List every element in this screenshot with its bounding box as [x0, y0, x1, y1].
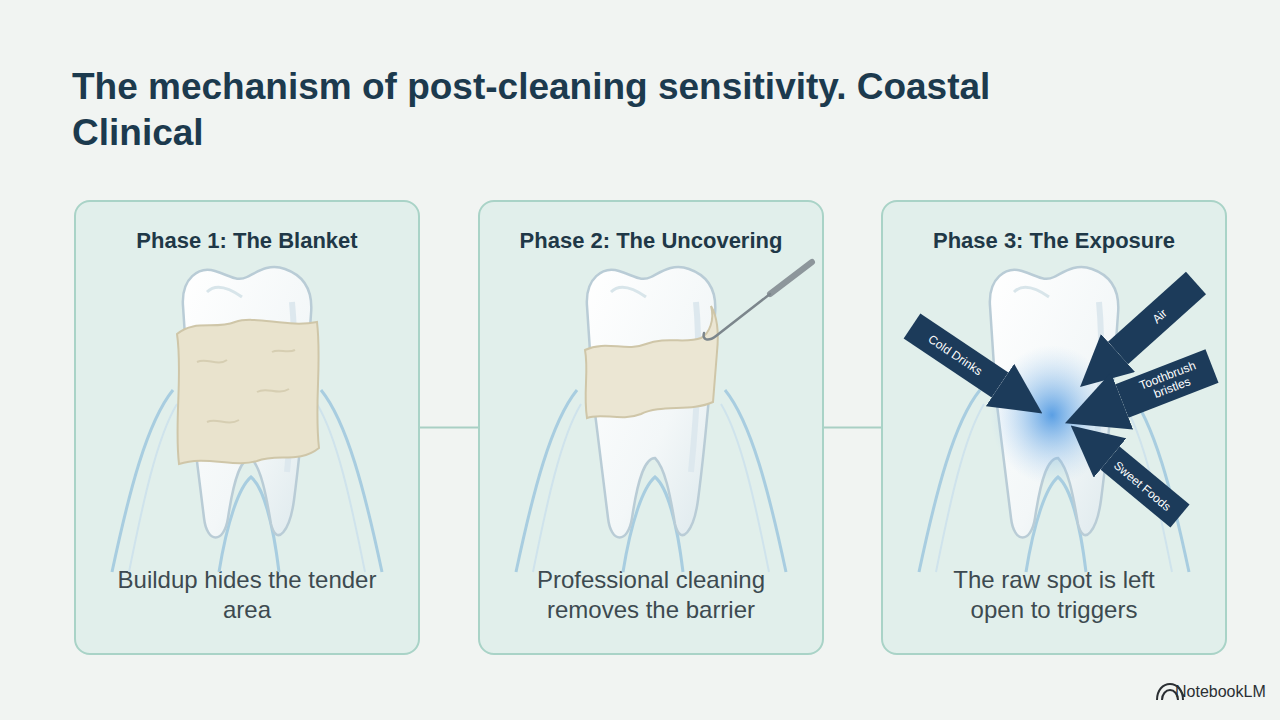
panel-heading: Phase 1: The Blanket — [76, 228, 418, 254]
panel-caption: Professional cleaning removes the barrie… — [521, 565, 781, 625]
panel-caption: Buildup hides the tender area — [117, 565, 377, 625]
watermark: NotebookLM — [1175, 683, 1280, 701]
diagram-title: The mechanism of post-cleaning sensitivi… — [72, 64, 1052, 156]
panel-caption: The raw spot is left open to triggers — [924, 565, 1184, 625]
connector-line — [824, 427, 881, 429]
phase-panel: Phase 3: The ExposureThe raw spot is lef… — [881, 200, 1227, 655]
panel-heading: Phase 3: The Exposure — [883, 228, 1225, 254]
connector-line — [420, 427, 478, 429]
phase-panel: Phase 1: The BlanketBuildup hides the te… — [74, 200, 420, 655]
panel-heading: Phase 2: The Uncovering — [480, 228, 822, 254]
phase-panel: Phase 2: The UncoveringProfessional clea… — [478, 200, 824, 655]
